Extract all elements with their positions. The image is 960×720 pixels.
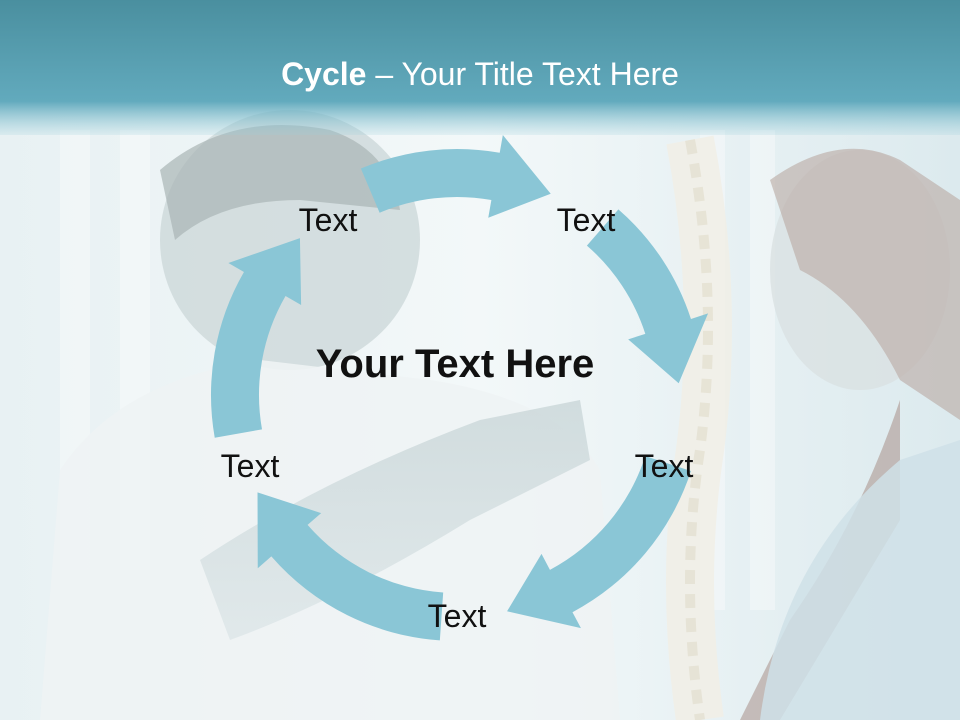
slide-title: Cycle – Your Title Text Here <box>0 52 960 96</box>
header-band <box>0 0 960 135</box>
cycle-arrow-2 <box>586 209 709 384</box>
cycle-node-3: Text <box>634 448 694 484</box>
cycle-node-1: Text <box>298 202 358 238</box>
title-rest: – Your Title Text Here <box>366 56 679 92</box>
title-bold: Cycle <box>281 56 367 92</box>
cycle-node-5: Text <box>220 448 280 484</box>
cycle-arrow-5 <box>211 238 302 438</box>
center-text: Your Text Here <box>315 342 595 386</box>
cycle-arrow-1 <box>360 135 551 218</box>
cycle-node-4: Text <box>427 598 487 634</box>
cycle-arrow-4 <box>257 492 444 641</box>
cycle-node-2: Text <box>556 202 616 238</box>
cycle-arrow-3 <box>507 456 691 629</box>
